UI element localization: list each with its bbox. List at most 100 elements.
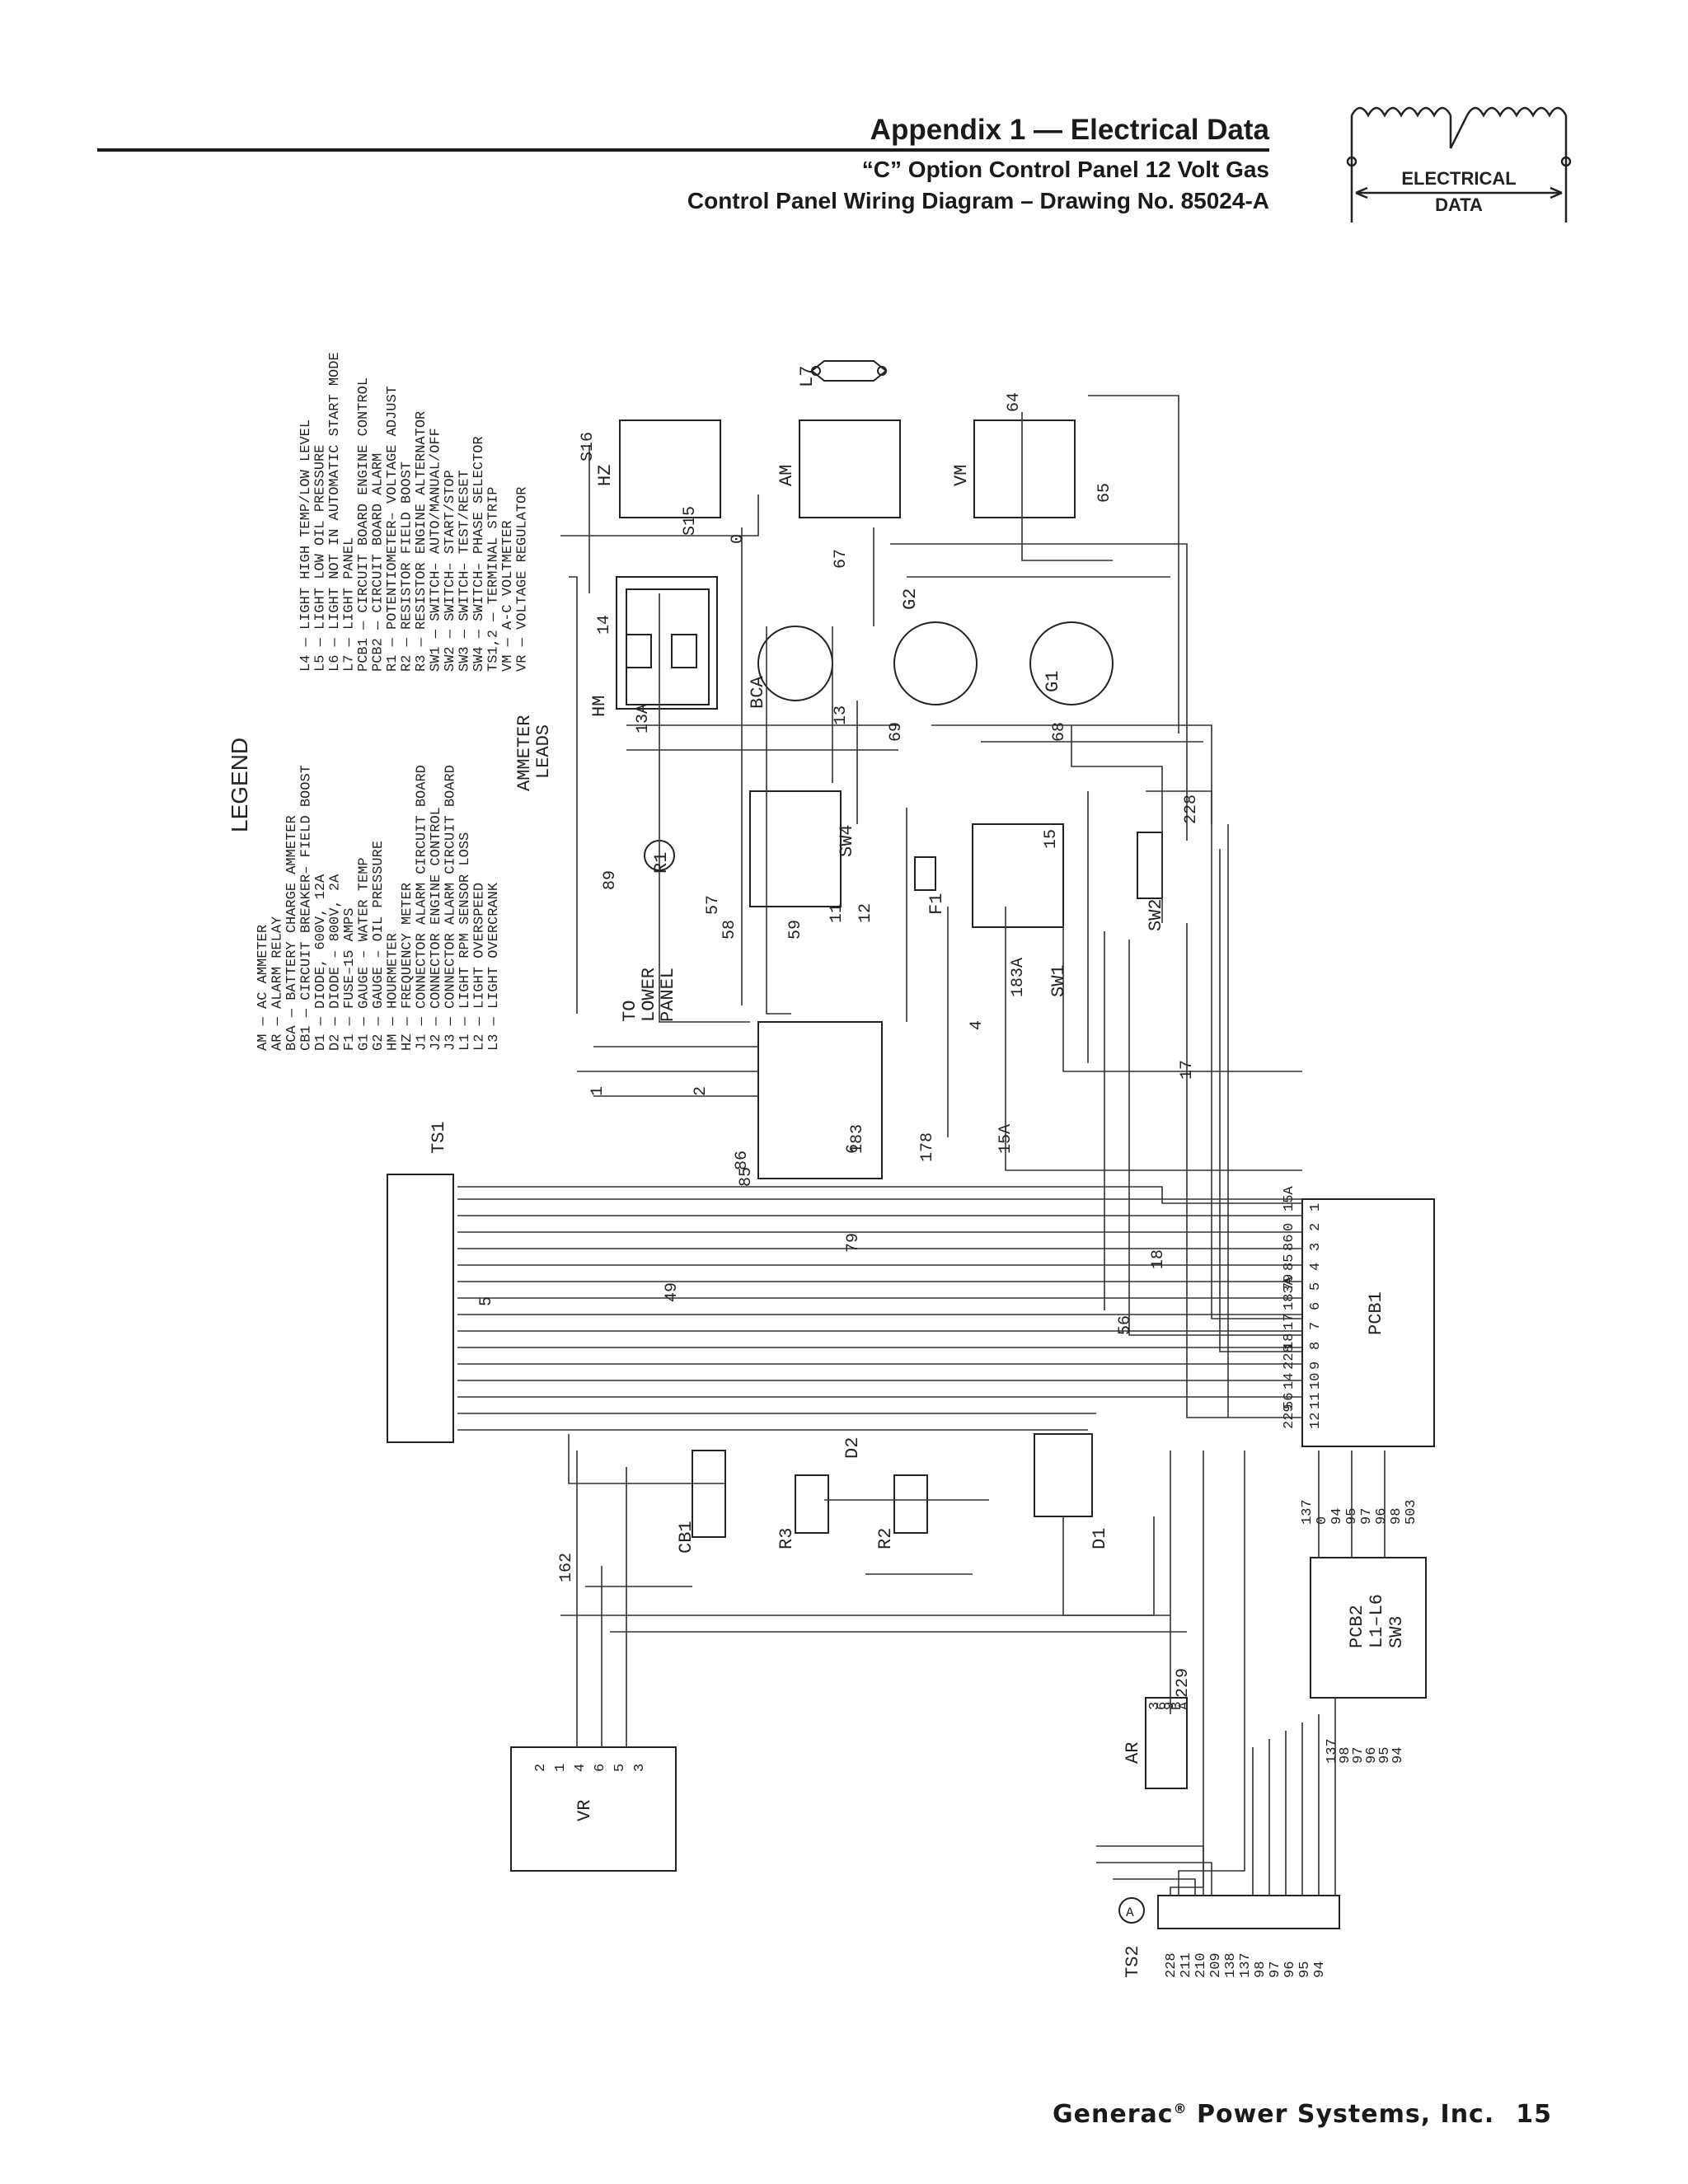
wire-label: 0	[729, 534, 748, 544]
legend-entry: R3 — RESISTOR ENGINE ALTERNATOR	[414, 411, 429, 672]
legend-entry: TS1,2 — TERMINAL STRIP	[486, 487, 502, 672]
wire-label: 15A	[996, 1124, 1015, 1154]
r3-resistor	[795, 1474, 829, 1534]
pcb1-pin-wire: 56	[1282, 1393, 1297, 1409]
ts2-wire: 137	[1238, 1952, 1254, 1978]
pcb1-pin-wire: 228	[1282, 1344, 1297, 1370]
r2-label: R2	[875, 1528, 896, 1549]
pcb1-pin-number: 8	[1308, 1342, 1324, 1350]
pcb1-pin-wire: 85	[1282, 1254, 1297, 1271]
wire-label: S16	[579, 432, 598, 462]
wire-label: 69	[887, 722, 906, 742]
pcb1-pin-wire: 17	[1282, 1314, 1297, 1330]
wire-label: 64	[1005, 392, 1024, 412]
lower-panel-3: PANEL	[658, 968, 678, 1022]
legend-entry: L3 — LIGHT OVERCRANK	[486, 882, 502, 1051]
wire-label: 1	[588, 1086, 607, 1096]
legend-entry: R1 — POTENTIOMETER– VOLTAGE ADJUST	[385, 386, 401, 672]
pcb2-sublabel-2: SW3	[1386, 1615, 1407, 1648]
badge-line-2: DATA	[1435, 194, 1483, 215]
pcb1-pin-number: 6	[1308, 1302, 1324, 1310]
ts1-terminal-strip	[387, 1174, 454, 1443]
am-label: AM	[776, 465, 797, 486]
l7-panel-light	[810, 360, 888, 382]
wire-label: 14	[595, 615, 614, 635]
ar-pin: 6	[1155, 1702, 1170, 1710]
pcb2-j2-wire: 97	[1351, 1747, 1367, 1764]
legend-entry: G2 — GAUGE – OIL PRESSURE	[371, 841, 387, 1051]
wire-label: 178	[918, 1132, 937, 1162]
legend-entry: D2 — DIODE – 800V, 2A	[328, 874, 344, 1051]
wire-label: 17	[1178, 1060, 1197, 1080]
page-title: Appendix 1 — Electrical Data	[870, 114, 1269, 146]
pcb1-pin-wire: 86	[1282, 1235, 1297, 1251]
wire-label: 229	[1174, 1668, 1193, 1698]
legend-entry: L7 — LIGHT PANEL	[342, 537, 358, 672]
legend-entry: L6 — LIGHT NOT IN AUTOMATIC START MODE	[327, 352, 343, 672]
vr-pin: 5	[612, 1764, 628, 1772]
wire-label: 12	[856, 903, 875, 923]
ts2-terminal-strip	[1157, 1895, 1340, 1929]
circle-a-label: A	[1126, 1905, 1134, 1920]
wire-label: 13A	[634, 704, 653, 733]
cb1-label: CB1	[676, 1521, 696, 1554]
ar-relay	[1145, 1697, 1188, 1789]
legend-entry: SW1 — SWITCH– AUTO/MANUAL/OFF	[429, 428, 444, 672]
d1-diode	[1034, 1433, 1093, 1517]
vm-label: VM	[951, 465, 972, 486]
legend-entry: L5 — LIGHT LOW OIL PRESSURE	[313, 445, 329, 672]
r3-label: R3	[776, 1528, 797, 1549]
vr-pin: 1	[553, 1764, 569, 1772]
pcb1-pin-wire: 15A	[1282, 1186, 1297, 1212]
legend-entry: J1 — CONNECTOR ALARM CIRCUIT BOARD	[415, 765, 430, 1051]
wire-label: S15	[681, 506, 700, 536]
pcb1-j1-wire: 95	[1344, 1508, 1360, 1525]
sw1-label: SW1	[1048, 964, 1069, 997]
legend-entry: VR — VOLTAGE REGULATOR	[515, 487, 531, 672]
sw1-switch	[972, 823, 1064, 928]
wire-label: 183	[848, 1124, 867, 1154]
wire-label: 162	[557, 1553, 576, 1582]
vr-pin: 6	[593, 1764, 608, 1772]
legend-entry: J2 — CONNECTOR ENGINE CONTROL	[429, 807, 444, 1051]
wire-label: 18	[1149, 1249, 1168, 1269]
legend-title: LEGEND	[227, 738, 252, 832]
g2-gauge	[893, 621, 978, 705]
bca-gauge	[757, 626, 833, 701]
hz-meter	[619, 419, 721, 518]
wire-label: 68	[1050, 722, 1069, 742]
legend-entry: HZ — FREQUENCY METER	[400, 883, 415, 1051]
wire-label: 89	[601, 870, 620, 890]
ammeter-leads-1: AMMETER	[514, 715, 535, 791]
legend-entry: L2 — LIGHT OVERSPEED	[472, 883, 488, 1051]
vr-pin: 2	[533, 1764, 549, 1772]
wire-label: 56	[1116, 1315, 1135, 1335]
pcb1-pin-number: 4	[1308, 1263, 1324, 1271]
legend-entry: PCB1 — CIRCUIT BOARD ENGINE CONTROL	[356, 377, 372, 672]
wire-label: 67	[832, 549, 851, 569]
pcb1-pin-wire: 18	[1282, 1333, 1297, 1350]
pcb1-pin-wire: 183A	[1282, 1276, 1297, 1310]
legend-entry: L1 — LIGHT RPM SENSOR LOSS	[457, 832, 473, 1051]
wire-label: 13	[832, 705, 851, 725]
pcb2-sublabel-1: L1–L6	[1367, 1594, 1387, 1648]
wire-label: 79	[844, 1233, 863, 1253]
legend-entry: AM — AC AMMETER	[256, 925, 271, 1051]
pcb1-pin-wire: 229	[1282, 1404, 1297, 1429]
legend-entry: CB1 — CIRCUIT BREAKER– FIELD BOOST	[299, 765, 315, 1051]
r1-label: R1	[651, 852, 672, 874]
pcb1-pin-number: 5	[1308, 1282, 1324, 1291]
pcb2-j2-wire: 96	[1364, 1747, 1380, 1764]
lower-panel-connector	[757, 1021, 883, 1179]
pcb2-j2-wire: 94	[1390, 1747, 1406, 1764]
pcb1-j1-wire: 96	[1374, 1508, 1390, 1525]
title-rule	[97, 148, 1269, 152]
pcb1-j2-pins: 15A0868579183A17182281456229123456789101…	[1282, 1186, 1324, 1429]
pcb1-pin-wire: 14	[1282, 1373, 1297, 1390]
pcb1-board	[1301, 1198, 1435, 1447]
